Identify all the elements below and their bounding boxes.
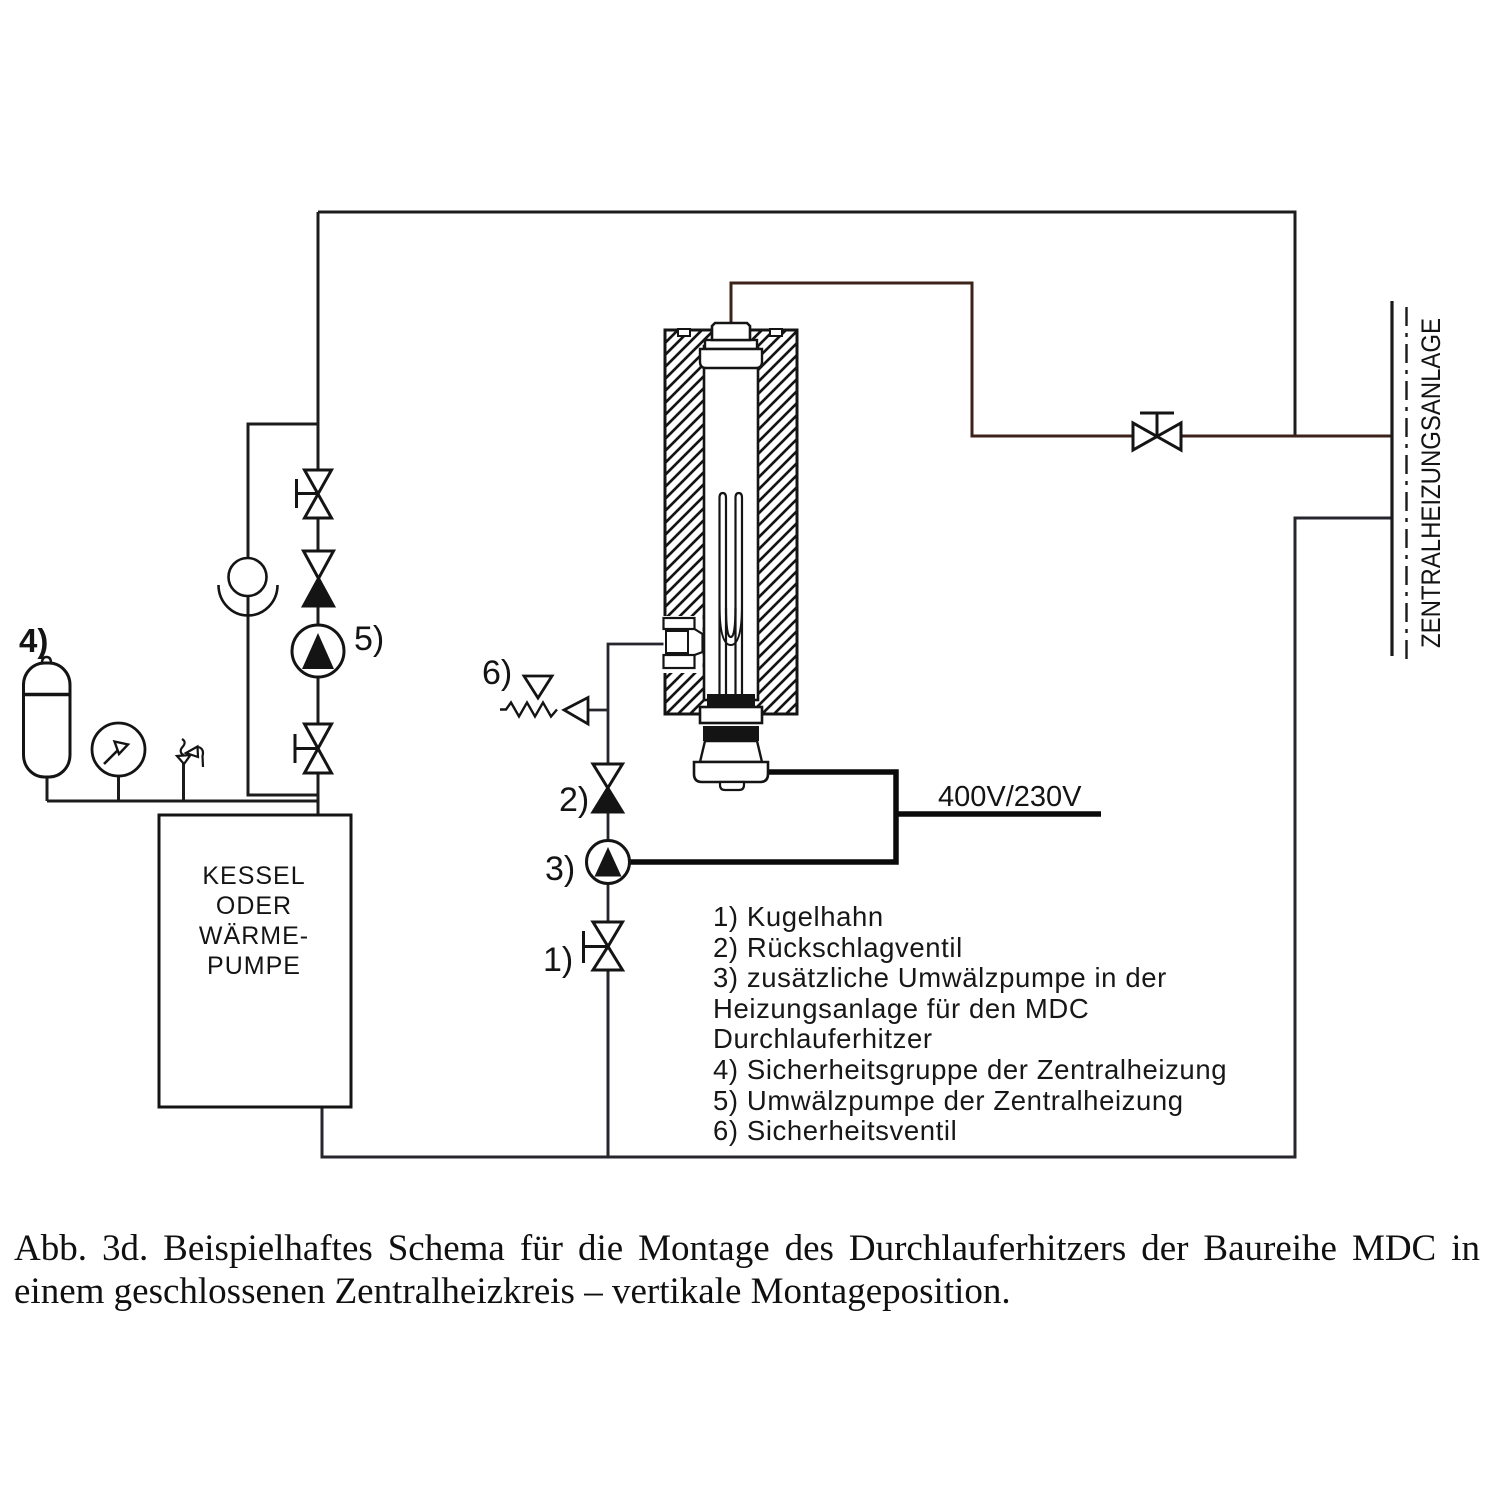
legend-line: 1) Kugelhahn bbox=[713, 901, 884, 932]
pipe-left-circuit bbox=[45, 212, 320, 815]
boiler-label: KESSEL ODER WÄRME- PUMPE bbox=[199, 862, 309, 980]
figure-caption: Abb. 3d. Beispielhaftes Schema für die M… bbox=[14, 1227, 1480, 1313]
pipe-return bbox=[320, 516, 1392, 1159]
pipe-top-boundary bbox=[318, 210, 1297, 436]
check-valve-2-icon bbox=[590, 762, 626, 814]
callout-4: 4) bbox=[19, 622, 48, 659]
supply-valve-icon bbox=[1131, 411, 1183, 453]
air-vent-icon bbox=[174, 738, 205, 768]
pump-3-icon bbox=[585, 839, 631, 885]
pump-5-icon bbox=[290, 623, 346, 679]
boiler-label-line3: WÄRME- bbox=[199, 922, 309, 950]
wall-label: ZENTRALHEIZUNGSANLAGE bbox=[1416, 318, 1446, 648]
legend-line: 5) Umwälzpumpe der Zentralheizung bbox=[713, 1084, 1184, 1116]
heater-cross-section bbox=[662, 321, 799, 792]
bypass-separator-icon bbox=[217, 556, 279, 617]
legend-line: 3) zusätzliche Umwälzpumpe in der bbox=[713, 962, 1167, 994]
expansion-vessel-icon bbox=[22, 655, 72, 779]
legend-line: Heizungsanlage für den MDC bbox=[713, 992, 1090, 1024]
boiler-label-line1: KESSEL bbox=[202, 862, 305, 890]
ball-valve-1-icon bbox=[582, 920, 626, 972]
legend: 1) Kugelhahn 2) Rückschlagventil 3) zusä… bbox=[713, 901, 1228, 1147]
ball-valve-top-icon bbox=[295, 468, 335, 520]
callout-3: 3) bbox=[545, 850, 575, 888]
legend-line: 6) Sicherheitsventil bbox=[713, 1115, 958, 1147]
callout-6: 6) bbox=[482, 654, 512, 692]
check-valve-left-icon bbox=[300, 549, 337, 608]
power-label: 400V/230V bbox=[938, 781, 1082, 813]
caption-line2: einem geschlossenen Zentralheizkreis – v… bbox=[14, 1271, 1011, 1312]
callout-5: 5) bbox=[354, 620, 384, 658]
legend-line: 4) Sicherheitsgruppe der Zentralheizung bbox=[713, 1053, 1228, 1085]
callout-1: 1) bbox=[543, 941, 573, 979]
callout-2: 2) bbox=[559, 781, 589, 819]
pipe-heater-supply bbox=[729, 281, 1392, 438]
boiler-label-line2: ODER bbox=[216, 892, 292, 920]
pipe-heater-branch bbox=[588, 642, 666, 922]
caption-line1: Abb. 3d. Beispielhaftes Schema für die M… bbox=[14, 1228, 1480, 1269]
power-line bbox=[630, 769, 1101, 865]
safety-valve-icon bbox=[500, 674, 590, 727]
ball-valve-bottom-icon bbox=[293, 722, 335, 775]
central-heating-wall bbox=[1390, 301, 1408, 663]
pressure-gauge-icon bbox=[90, 721, 147, 778]
boiler-label-line4: PUMPE bbox=[207, 952, 301, 980]
legend-line: Durchlauferhitzer bbox=[713, 1023, 933, 1055]
legend-line: 2) Rückschlagventil bbox=[713, 931, 963, 963]
boiler-box bbox=[157, 813, 353, 1109]
